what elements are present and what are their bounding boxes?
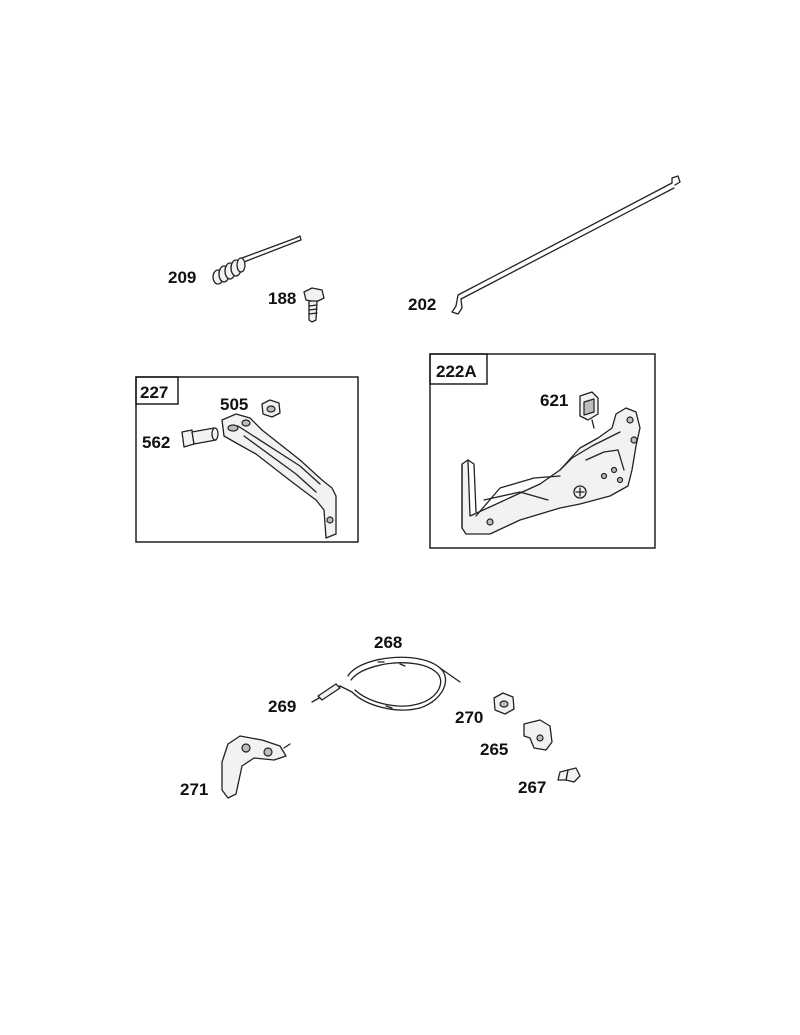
part-209-spring [212,235,302,285]
part-188-bolt [303,287,325,323]
part-202-rod [451,175,681,315]
group-222a-frame [429,353,656,549]
part-label-188: 188 [268,289,296,308]
part-label-265: 265 [480,740,508,759]
group-227-lever [221,413,337,539]
part-label-621: 621 [540,391,568,410]
part-label-562: 562 [142,433,170,452]
part-268-cable [311,656,461,711]
part-label-270: 270 [455,708,483,727]
part-label-271: 271 [180,780,208,799]
part-271-bracket [221,735,291,799]
group-222a-bracket [461,407,641,535]
part-label-267: 267 [518,778,546,797]
part-505-nut [261,399,281,418]
part-label-505: 505 [220,395,248,414]
group-label-227: 227 [140,383,168,402]
part-label-268: 268 [374,633,402,652]
part-265-clamp [523,719,553,751]
part-label-209: 209 [168,268,196,287]
part-267-screw [557,767,581,783]
part-label-202: 202 [408,295,436,314]
part-label-269: 269 [268,697,296,716]
part-562-pin [181,427,219,448]
group-227-frame [135,376,359,543]
part-270-nut [493,692,515,715]
part-621-clip [579,391,599,429]
group-label-222a: 222A [436,362,477,381]
